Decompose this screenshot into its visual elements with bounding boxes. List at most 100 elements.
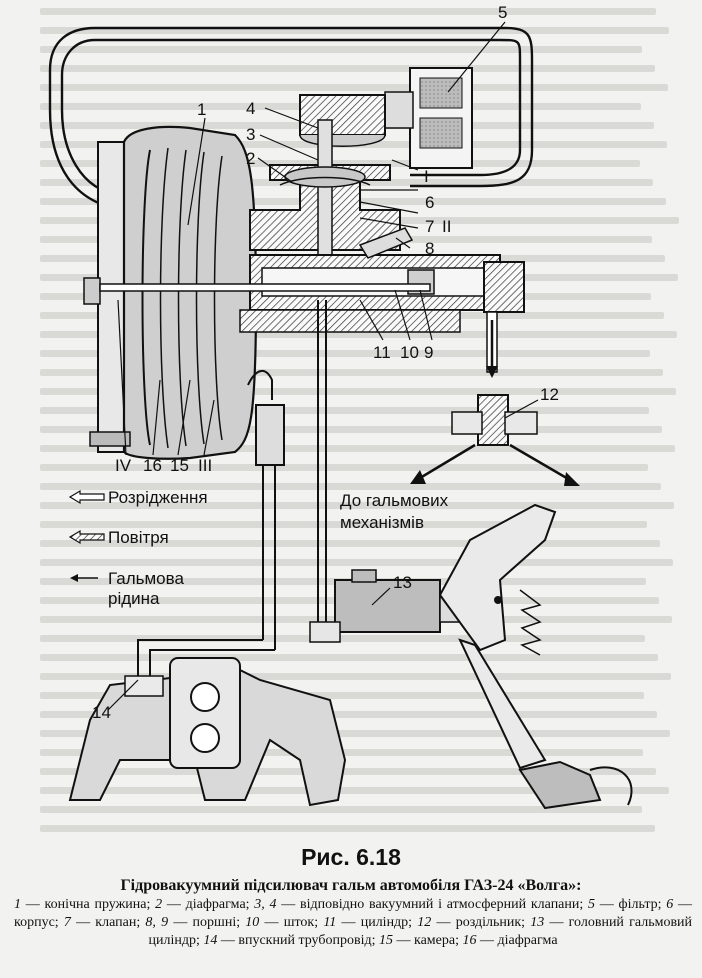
callout-roman-4: IV	[115, 456, 132, 475]
background-text-line	[40, 673, 671, 680]
description-part-text: — фільтр;	[595, 897, 667, 912]
description-part-number: 10	[245, 915, 260, 930]
callout-2: 2	[246, 149, 255, 168]
legend-label-air: Повітря	[108, 528, 169, 547]
leader-lines	[107, 21, 539, 711]
description-part-number: 6	[666, 897, 674, 912]
thin-arrow-icon	[70, 574, 98, 582]
callout-labels: 1 2 3 4 5 6 7 8 9 10 11 12 13 14 I II II…	[92, 3, 559, 722]
background-text-line	[40, 388, 676, 395]
figure-caption: Рис. 6.18 Гідровакуумний підсилювач галь…	[0, 842, 702, 896]
background-text-line	[40, 559, 673, 566]
figure-title: Рис. 6.18	[301, 844, 401, 870]
description-part-number: 14	[203, 933, 218, 948]
description-part-number: 1	[14, 897, 21, 912]
callout-roman-2: II	[442, 217, 451, 236]
background-text-line	[40, 369, 663, 376]
description-part-number: 13	[530, 915, 545, 930]
callout-roman-1: I	[424, 167, 429, 186]
hollow-arrow-icon	[68, 489, 105, 505]
description-part-number: 15	[379, 933, 393, 948]
brake-booster-diagram: 1 2 3 4 5 6 7 8 9 10 11 12 13 14 I II II…	[48, 3, 633, 810]
valve-housing	[249, 94, 401, 271]
callout-10: 10	[400, 343, 419, 362]
hydraulic-cylinder	[239, 254, 525, 333]
description-part-number: 2	[155, 897, 163, 912]
figure-description: 1 — конічна пружина; 2 — діафрагма; 3, 4…	[14, 896, 692, 950]
description-part-text: — відповідно вакуумний і атмосферний кла…	[276, 897, 589, 912]
description-part-text: — діафрагма;	[162, 897, 255, 912]
background-text-line	[40, 540, 660, 547]
legend-label-fluid: Гальмова	[108, 569, 184, 588]
callout-13: 13	[393, 573, 412, 592]
brake-pedal	[438, 503, 633, 810]
callout-14: 14	[92, 703, 111, 722]
brake-line-splitter	[410, 311, 580, 486]
background-text-line	[40, 711, 657, 718]
vacuum-hose	[137, 370, 285, 680]
description-part-text: — діафрагма	[476, 933, 558, 948]
background-text-line	[40, 407, 649, 414]
legend-item-vacuum: Розрідження	[68, 488, 208, 507]
legend-label-fluid-2: рідина	[108, 589, 160, 608]
background-text-line	[40, 464, 648, 471]
background-text-line	[40, 521, 647, 528]
background-text-line	[40, 160, 640, 167]
callout-7: 7	[425, 217, 434, 236]
callout-8: 8	[425, 239, 434, 258]
master-cylinder-line	[317, 300, 327, 628]
annotation-line-2: механізмів	[340, 513, 424, 532]
description-part-text: — циліндр;	[336, 915, 418, 930]
callout-roman-3: III	[198, 456, 212, 475]
callout-15: 15	[170, 456, 189, 475]
background-text-line	[40, 768, 656, 775]
background-text-line	[40, 46, 642, 53]
callout-1: 1	[197, 100, 206, 119]
description-part-number: 8, 9	[145, 915, 169, 930]
background-text-line	[40, 8, 656, 15]
background-text-line	[40, 426, 662, 433]
description-part-text: — шток;	[259, 915, 324, 930]
figure-subtitle: Гідровакуумний підсилювач гальм автомобі…	[120, 877, 582, 894]
legend: Розрідження Повітря Гальмова рідина	[68, 488, 208, 608]
background-text-line	[40, 483, 661, 490]
description-part-text: — поршні;	[168, 915, 246, 930]
hatched-arrow-icon	[68, 529, 105, 545]
vacuum-line	[48, 26, 534, 212]
background-text-line	[40, 654, 658, 661]
background-text-line	[40, 350, 650, 357]
callout-3: 3	[246, 125, 255, 144]
legend-item-air: Повітря	[68, 528, 169, 547]
description-part-number: 12	[417, 915, 432, 930]
description-part-text: — камера;	[393, 933, 463, 948]
description-part-text: — роздільник;	[431, 915, 531, 930]
legend-label-vacuum: Розрідження	[108, 488, 208, 507]
background-text-line	[40, 787, 669, 794]
description-part-number: 16	[462, 933, 477, 948]
vacuum-chamber	[83, 125, 258, 460]
description-part-text: — корпус;	[14, 897, 693, 930]
background-text-line	[40, 331, 677, 338]
push-rod	[99, 283, 431, 292]
background-text-line	[40, 84, 668, 91]
background-text-line	[40, 635, 645, 642]
background-text-line	[40, 502, 674, 509]
callout-4: 4	[246, 99, 255, 118]
background-text-line	[40, 730, 670, 737]
background-text-line	[40, 445, 675, 452]
background-text-line	[40, 692, 644, 699]
description-part-number: 3, 4	[254, 897, 277, 912]
bleeder-fitting	[358, 227, 414, 259]
background-text-line	[40, 825, 655, 832]
intake-manifold	[68, 657, 347, 807]
callout-9: 9	[424, 343, 433, 362]
description-part-text: — конічна пружина;	[21, 897, 156, 912]
legend-item-fluid: Гальмова рідина	[70, 569, 184, 608]
background-text-line	[40, 806, 642, 813]
callout-16: 16	[143, 456, 162, 475]
description-part-number: 11	[323, 915, 337, 930]
callout-12: 12	[540, 385, 559, 404]
description-part-number: 5	[588, 897, 596, 912]
description-part-text: — клапан;	[70, 915, 146, 930]
filter	[384, 67, 473, 169]
